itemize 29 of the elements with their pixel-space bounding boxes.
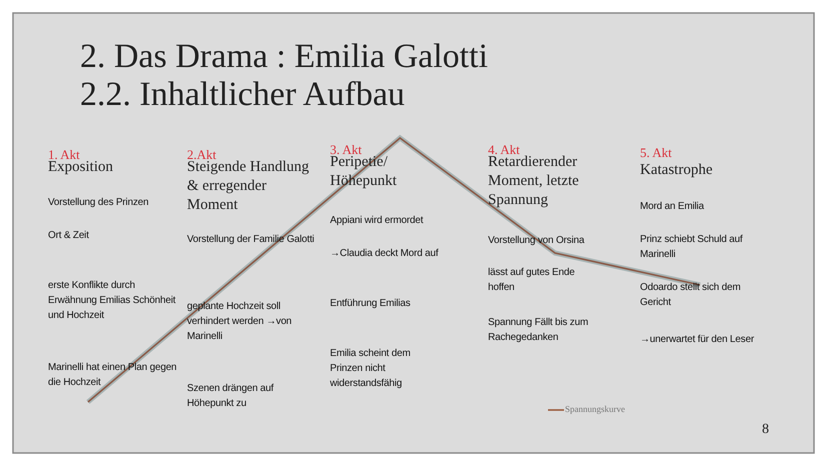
act-number: 1. Akt [48, 147, 80, 162]
plot-point: →Claudia deckt Mord auf [330, 247, 440, 261]
slide-subtitle: 2.2. Inhaltlicher Aufbau [80, 76, 406, 114]
plot-point: lässt auf gutes Ende hoffen [488, 266, 576, 295]
act-heading: Katastrophe [640, 161, 714, 180]
plot-point: Emilia scheint dem Prinzen nicht widerstandsfähig [330, 347, 412, 391]
plot-point: Spannung Fällt bis zum Rachegedanken [488, 316, 590, 345]
act-heading: Exposition [48, 159, 114, 177]
act-number: 4. Akt [488, 142, 520, 157]
act-heading: Steigende Handlung & erregender Moment [187, 159, 310, 215]
act-heading: Retardierender Moment, letzte Spannung [488, 154, 580, 210]
plot-point: Vorstellung des Prinzen [48, 196, 150, 210]
plot-point: Vorstellung von Orsina [488, 234, 586, 248]
plot-point: Mord an Emilia [640, 200, 705, 214]
plot-point: →unerwartet für den Leser [640, 333, 755, 347]
legend-label: Spannungskurve [565, 403, 625, 416]
plot-point: Entführung Emilias [330, 297, 412, 311]
plot-point: Szenen drängen auf Höhepunkt zu [187, 382, 275, 411]
plot-point: Odoardo stellt sich dem Gericht [640, 281, 742, 310]
act-number: 5. Akt [640, 145, 673, 160]
act-number: 3. Akt [330, 142, 362, 157]
plot-point: Appiani wird ermordet [330, 214, 424, 228]
plot-point: erste Konflikte durch Erwähnung Emilias Schönheit und Hochzeit [48, 279, 177, 323]
plot-point: Prinz schiebt Schuld auf Marinelli [640, 233, 744, 262]
slide-title: 2. Das Drama : Emilia Galotti [80, 38, 489, 76]
plot-point: Ort & Zeit [48, 229, 90, 243]
page-number: 8 [762, 422, 769, 438]
plot-point: Marinelli hat einen Plan gegen die Hochzeit [48, 361, 178, 390]
act-number: 2.Akt [187, 147, 216, 162]
